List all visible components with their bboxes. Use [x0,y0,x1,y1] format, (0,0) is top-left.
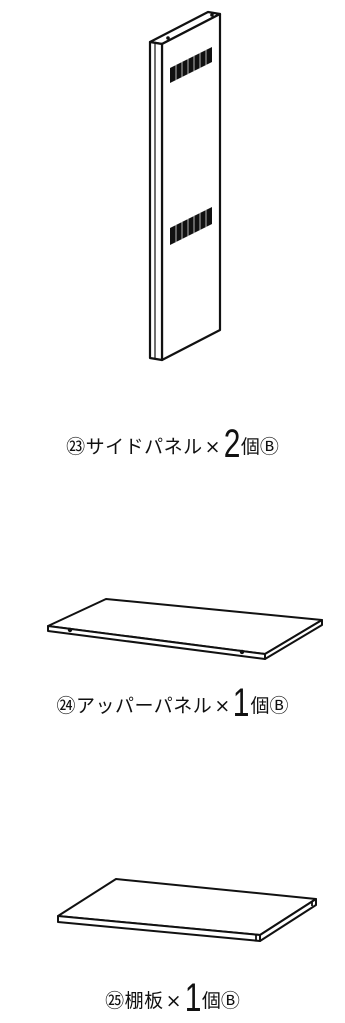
upper-panel-number: ㉔ [56,695,76,717]
upper-panel-times: × [214,695,231,717]
side-panel-name: サイドパネル [85,436,203,458]
upper-vent-slots [170,47,212,83]
side-panel-qty: 2 [223,422,241,466]
shelf-board-qty: 1 [184,976,202,1020]
upper-panel-unit: 個Ⓑ [250,695,289,717]
upper-panel-caption: ㉔アッパーパネル×1個Ⓑ [0,683,345,723]
side-panel-number: ㉓ [66,436,86,458]
shelf-board-unit: 個Ⓑ [201,990,240,1012]
shelf-board-illustration [57,878,317,942]
shelf-board-number: ㉕ [105,990,125,1012]
shelf-board-times: × [165,990,182,1012]
side-panel-caption: ㉓サイドパネル×2個Ⓑ [0,424,345,464]
side-panel-illustration [148,10,222,362]
upper-panel-illustration [47,598,323,660]
shelf-board-name: 棚板 [124,990,164,1012]
upper-panel-name: アッパーパネル [76,695,213,717]
lower-vent-slots [170,207,212,245]
part-upper-panel: ㉔アッパーパネル×1個Ⓑ [0,570,345,723]
upper-panel-qty: 1 [233,681,250,725]
shelf-board-caption: ㉕棚板×1個Ⓑ [0,978,345,1018]
part-shelf-board: ㉕棚板×1個Ⓑ [0,860,345,1023]
side-panel-unit: 個Ⓑ [240,436,279,458]
part-side-panel: ㉓サイドパネル×2個Ⓑ [0,0,345,470]
side-panel-times: × [204,436,221,458]
